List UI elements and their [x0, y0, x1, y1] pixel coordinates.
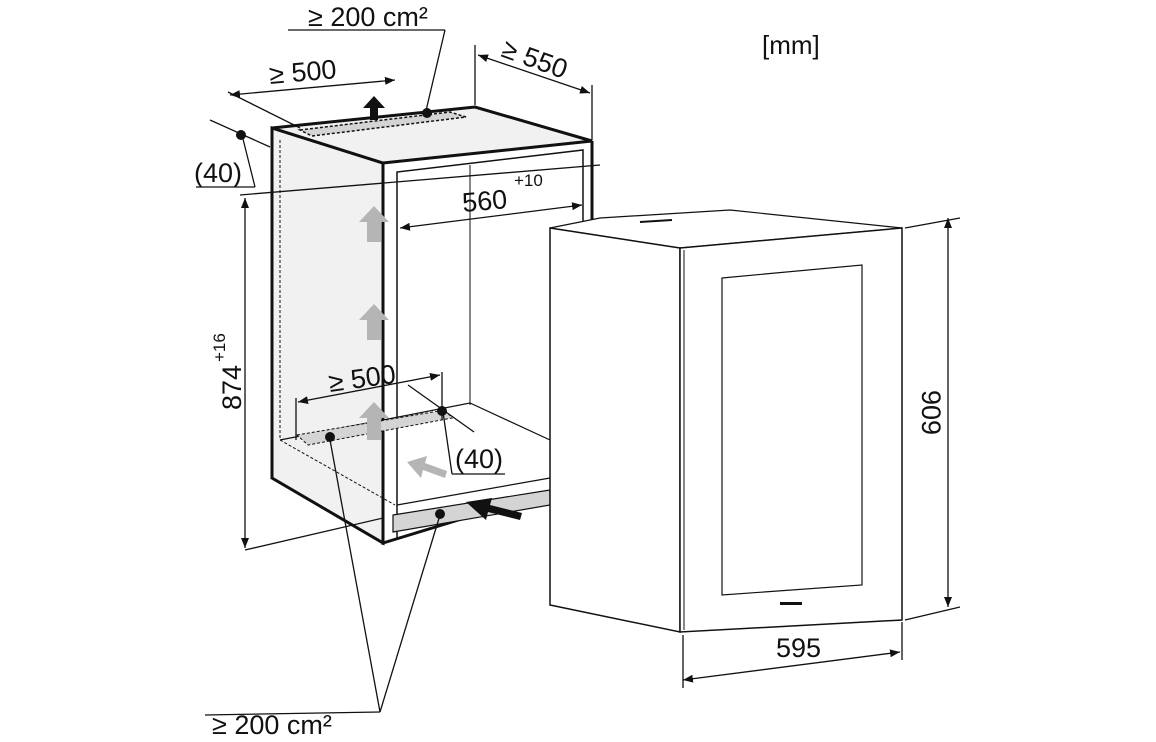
airflow-arrow-icon	[359, 402, 389, 440]
airflow-arrow-icon	[359, 206, 389, 242]
cabinet-niche	[270, 105, 594, 546]
niche-height-tolerance: +16	[210, 333, 229, 362]
top-vent-opening	[297, 111, 467, 137]
airflow-arrow-icon	[359, 304, 389, 340]
niche-width-tolerance: +10	[514, 171, 543, 190]
niche-height-label: 874	[217, 365, 247, 410]
brand-logo	[780, 602, 802, 605]
units-label: [mm]	[762, 30, 820, 60]
bottom-gap-label: (40)	[455, 444, 503, 474]
inflow-arrow-icon	[466, 498, 522, 520]
appliance	[549, 209, 903, 633]
airflow-arrow-icon	[407, 456, 447, 478]
appliance-height-label: 909	[916, 390, 946, 435]
top-vent-area-label: ≥ 200 cm²	[308, 2, 428, 32]
appliance-side	[549, 227, 681, 633]
door-window	[721, 264, 863, 596]
top-gap-label: (40)	[194, 158, 242, 188]
dimension-lines	[196, 29, 961, 716]
airflow-black-arrows	[363, 96, 522, 520]
airflow-arrows	[359, 206, 447, 478]
appliance-door	[679, 227, 903, 633]
appliance-width-label: 595	[776, 633, 821, 663]
top-vent-depth-label: ≥ 500	[268, 54, 338, 90]
bottom-vent-grille	[392, 489, 551, 533]
cabinet-left-panel	[270, 125, 385, 546]
leader-dots	[236, 108, 447, 519]
niche-width-label: 560	[461, 184, 509, 218]
up-arrow-icon	[363, 96, 385, 120]
bottom-vent-area-label: ≥ 200 cm²	[212, 710, 332, 740]
cabinet-depth-label: ≥ 550	[498, 33, 572, 84]
